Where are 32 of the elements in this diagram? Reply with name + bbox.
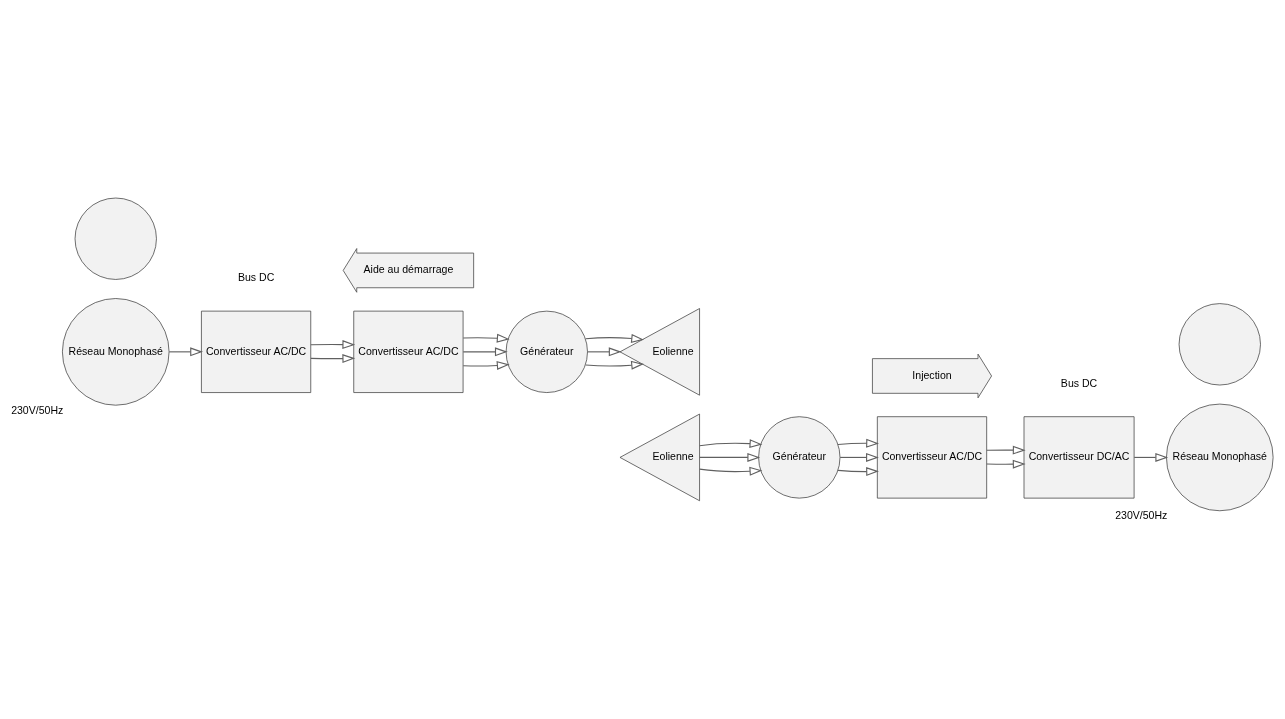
node-circle [1178,302,1261,385]
label: Bus DC [1060,376,1098,389]
arrow [699,438,763,448]
arrow [1133,452,1169,462]
arrow [462,346,508,356]
arrow [585,333,645,343]
arrow [585,360,645,370]
arrow [837,466,879,476]
node-circle [74,197,157,280]
arrow [986,445,1026,455]
arrow [462,333,510,343]
node-box: Convertisseur AC/DC [201,310,312,393]
node-circle: Générateur [505,310,588,393]
arrow [310,339,356,349]
node-label: 230V/50Hz [1115,508,1168,521]
node-box: Convertisseur DC/AC [1023,415,1135,498]
node-circle: Générateur [758,415,841,498]
arrow [462,360,510,370]
label: Bus DC [237,270,275,283]
node-circle: Réseau Monophasé [62,297,170,406]
arrow [310,353,356,363]
arrow [839,452,879,462]
arrow [168,346,203,356]
arrow [699,452,761,462]
arrow [699,466,763,476]
arrow [587,346,622,356]
arrow [986,459,1026,469]
node-box: Convertisseur AC/DC [353,310,464,393]
node-box: Convertisseur AC/DC [876,415,988,498]
arrow [837,438,879,448]
node-circle: Réseau Monophasé [1166,403,1274,511]
node-label: 230V/50Hz [11,403,64,416]
